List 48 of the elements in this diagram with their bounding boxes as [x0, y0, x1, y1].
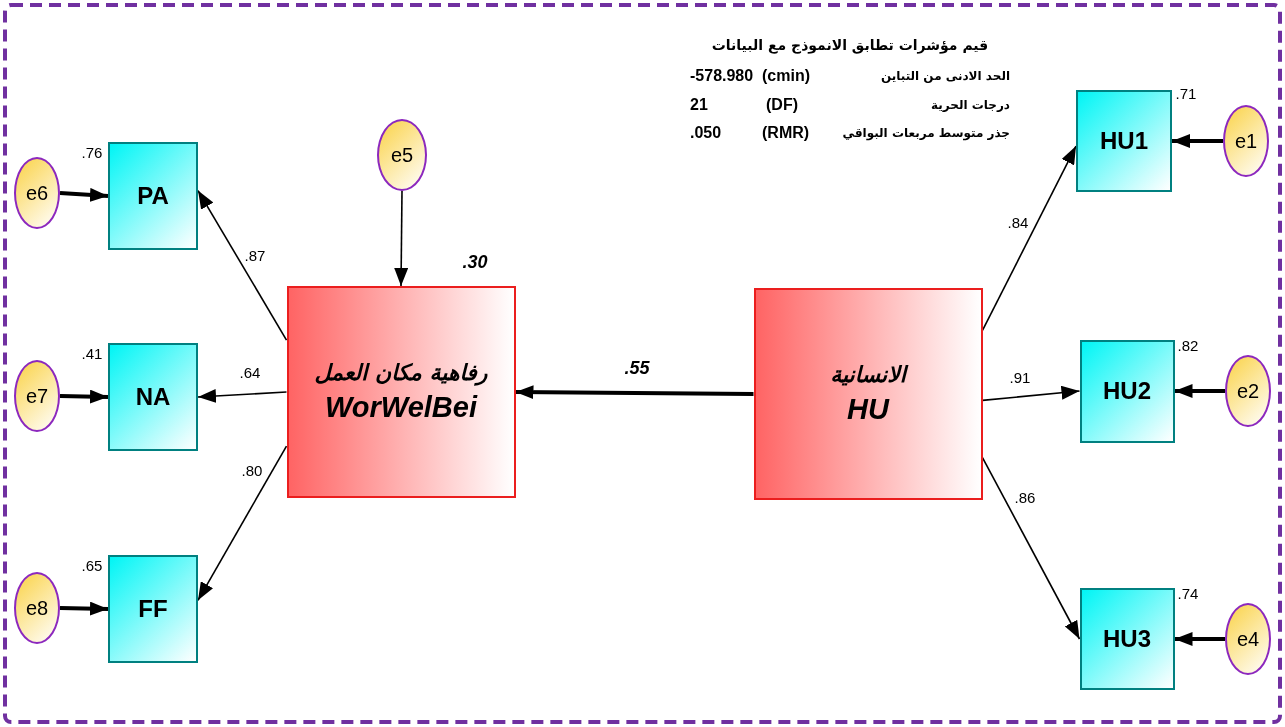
- variable-name: رفاهية مكان العمل: [314, 360, 488, 385]
- fit-index-text: قيم مؤشرات تطابق الانموذج مع البيانات: [711, 37, 989, 53]
- coefficient-label: .30: [462, 251, 488, 273]
- arrow: [515, 385, 754, 400]
- fit-index-text: درجات الحرية: [931, 98, 1010, 112]
- coefficient-label: .74: [1177, 584, 1199, 602]
- coefficient-label: .41: [81, 344, 103, 362]
- arrow: [981, 456, 1081, 640]
- fit-index-text: .050: [690, 124, 722, 142]
- coefficient-label: .82: [1177, 336, 1199, 354]
- latent-box: [286, 286, 516, 498]
- observed-box: HU1: [1076, 90, 1172, 192]
- arrow: [59, 187, 109, 202]
- arrow: [1172, 134, 1223, 148]
- variable-code: WorWelBei: [325, 391, 477, 424]
- fit-index-text: 21: [690, 96, 708, 114]
- error-ellipse: e6: [14, 157, 60, 229]
- arrow: [197, 189, 288, 341]
- error-ellipse: e1: [1223, 105, 1269, 177]
- arrow: [59, 389, 109, 404]
- observed-box: FF: [108, 555, 198, 663]
- error-ellipse: e5: [377, 119, 427, 191]
- arrow: [197, 389, 288, 403]
- fit-index-text: (cmin): [762, 67, 810, 85]
- observed-box: HU2: [1079, 339, 1175, 443]
- error-ellipse: e4: [1225, 603, 1271, 675]
- coefficient-label: .71: [1175, 84, 1197, 102]
- fit-index-text: (RMR): [762, 124, 810, 142]
- arrow: [1174, 384, 1225, 398]
- variable-code: HU: [847, 393, 889, 426]
- fit-index-text: الحد الادنى من التباين: [880, 69, 1010, 83]
- arrow: [981, 145, 1077, 332]
- arrow: [394, 190, 409, 287]
- latent-box: [753, 288, 983, 500]
- observed-box: HU3: [1079, 588, 1175, 690]
- observed-box: PA: [108, 142, 198, 250]
- arrow: [197, 445, 288, 602]
- error-ellipse: e8: [14, 572, 60, 644]
- coefficient-label: .76: [81, 143, 103, 161]
- fit-index-text: (DF): [766, 96, 798, 114]
- coefficient-label: .65: [81, 556, 103, 574]
- error-ellipse: e7: [14, 360, 60, 432]
- fit-index-text: جذر متوسط مربعات البواقي: [842, 126, 1010, 140]
- arrow: [59, 601, 109, 616]
- observed-box: NA: [108, 343, 198, 451]
- fit-index-text: -578.980: [690, 67, 754, 85]
- arrow: [981, 385, 1081, 402]
- error-ellipse: e2: [1225, 355, 1271, 427]
